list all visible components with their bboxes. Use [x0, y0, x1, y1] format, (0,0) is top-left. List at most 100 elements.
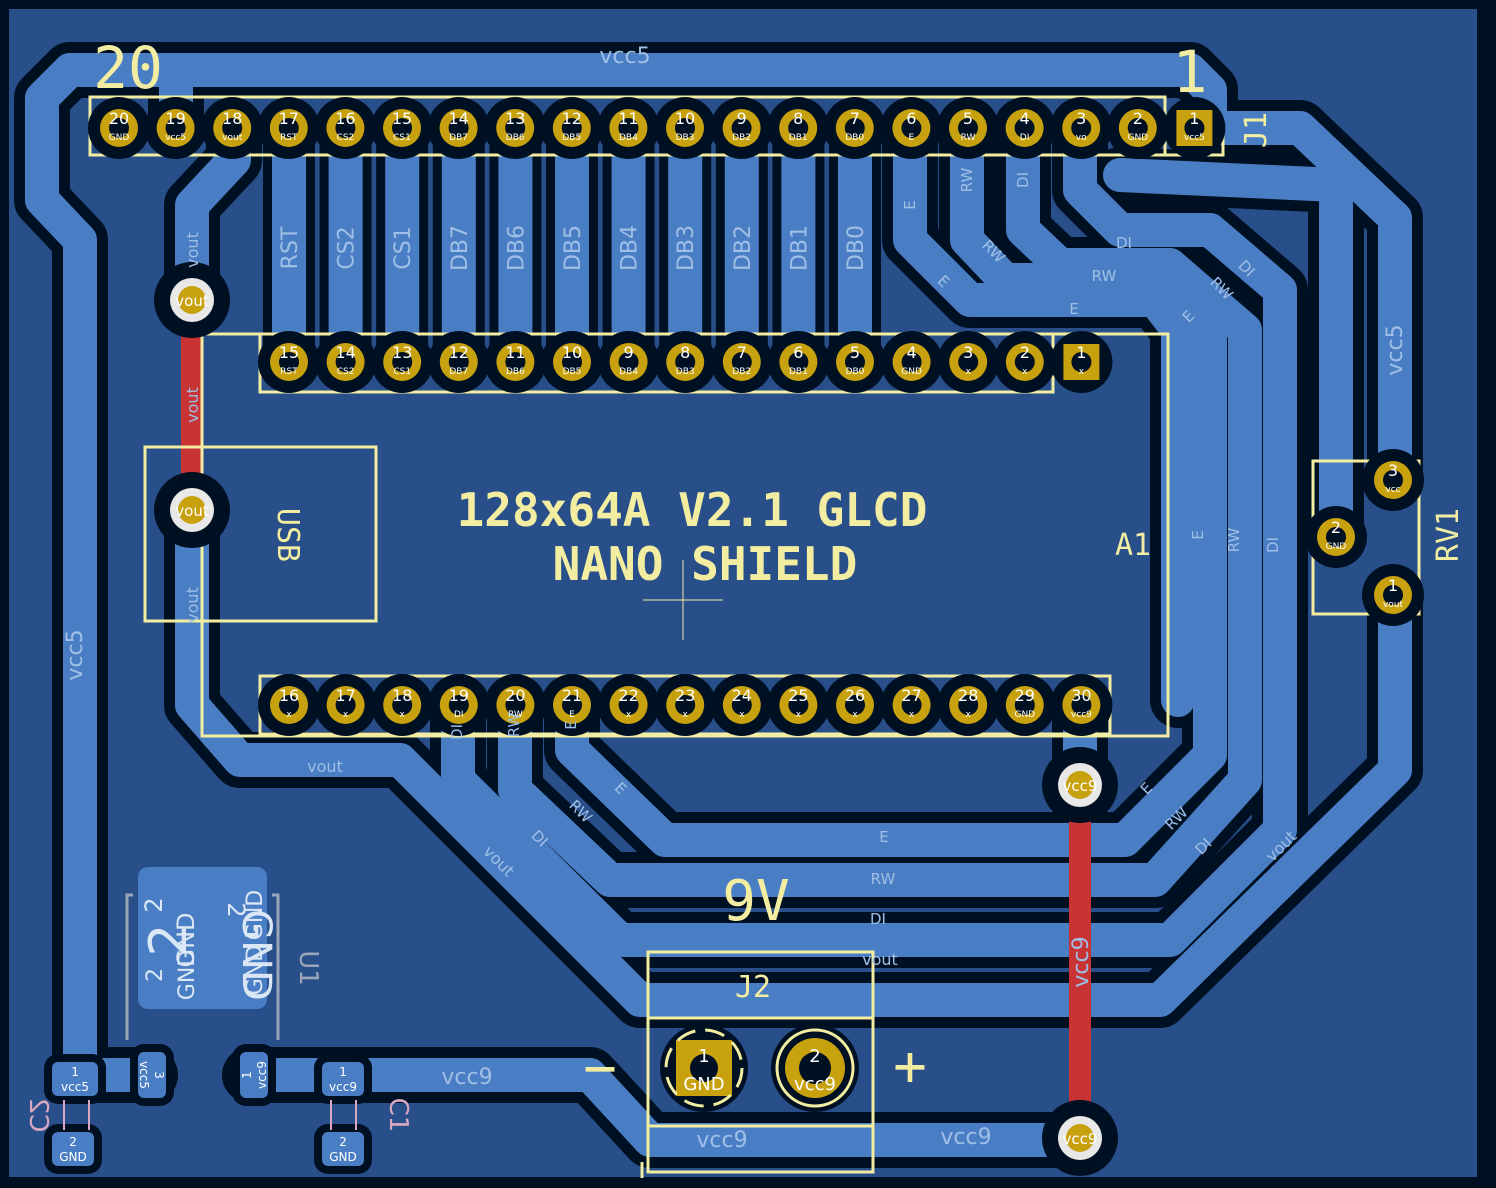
a1-pin-10-name: DB5	[563, 367, 582, 377]
a1-pin-23-name: x	[683, 710, 689, 720]
j1-pin-16-number: 16	[335, 109, 355, 128]
via-2-pad	[1066, 771, 1094, 799]
u1-gnd-text-4: GND	[243, 945, 268, 995]
a1-pin-16-drill	[279, 695, 299, 715]
net-di-6: DI	[870, 910, 886, 928]
silk-text: 20 1 J1 128x64A V2.1 GLCD NANO SHIELD A1…	[93, 34, 1466, 1101]
a1-pin-7-drill	[731, 352, 752, 372]
j1-pin-20-drill	[109, 118, 129, 138]
u1-pin-1	[240, 1052, 268, 1098]
net-rw-3: RW	[1092, 267, 1117, 285]
a1-pin-6-drill	[788, 352, 809, 372]
a1-pin-8-number: 8	[680, 343, 690, 362]
j1-pin-19-number: 19	[165, 109, 185, 128]
j1-pin-11-name: DB4	[619, 133, 638, 143]
a1-pin-19-number: 19	[449, 686, 469, 705]
a1-pin-4-name: GND	[901, 367, 922, 377]
a1-pin-30-number: 30	[1071, 686, 1091, 705]
j1-pin-2-drill	[1127, 118, 1148, 138]
a1-pin-16-number: 16	[279, 686, 299, 705]
c2-pin-1-name: vcc5	[61, 1080, 89, 1094]
a1-pin-14-number: 14	[335, 343, 355, 362]
a1-pin-18-name: x	[400, 710, 406, 720]
j1-pin-5-number: 5	[963, 109, 973, 128]
j1-pin-14-number: 14	[448, 109, 468, 128]
net-di-8: DI	[448, 724, 466, 740]
c1-pin-2-number: 2	[339, 1135, 347, 1149]
a1-pin-15-drill	[279, 352, 299, 372]
net-rw-1: RW	[958, 168, 976, 193]
j1-pin-2-name: GND	[1127, 133, 1148, 143]
a1-pin-25-name: x	[796, 710, 802, 720]
c1-pin-1-name: vcc9	[329, 1080, 357, 1094]
j1-pin-4-number: 4	[1020, 109, 1030, 128]
net-rw-5: RW	[1225, 528, 1243, 553]
j1-pin-9-name: DB2	[732, 133, 751, 143]
u1-tab-pad	[138, 867, 267, 1009]
j1-pin-16-name: CS2	[337, 133, 355, 143]
a1-pin-26-name: x	[852, 710, 858, 720]
a1-pin-10-drill	[562, 352, 582, 372]
u1-gnd-text-big: GND	[233, 909, 279, 1001]
a1-pin-16-name: x	[286, 710, 292, 720]
j1-pin-14-drill	[448, 118, 469, 138]
j1-pin-8-name: DB1	[789, 133, 808, 143]
j1-pin-7-drill	[844, 118, 865, 138]
rv1-pin-3-number: 3	[1388, 461, 1398, 480]
a1-pin-14-drill	[335, 352, 356, 372]
a1-pin-20-drill	[505, 695, 526, 715]
net-e-3: E	[1069, 300, 1078, 318]
a1-pin-1-drill	[1071, 352, 1092, 372]
plus-sign: +	[893, 1034, 927, 1099]
bus-label-db1: DB1	[787, 225, 812, 271]
a1-pin-14-name: CS2	[337, 367, 355, 377]
rv1-pin-3-drill	[1383, 470, 1403, 490]
j1-pin-2-number: 2	[1133, 109, 1143, 128]
j1-pin-7-number: 7	[850, 109, 860, 128]
a1-pin-21-number: 21	[562, 686, 582, 705]
j1-pin-13-name: DB6	[506, 133, 525, 143]
j1-pin-9-number: 9	[737, 109, 747, 128]
a1-pin-9-name: DB4	[619, 367, 638, 377]
rv1-pin-3-name: vcc	[1385, 485, 1400, 495]
net-di-2: DI	[1116, 234, 1132, 252]
a1-pin-12-name: DB7	[449, 367, 468, 377]
j2-pin1-name: GND	[683, 1074, 724, 1095]
a1-pin-6-number: 6	[793, 343, 803, 362]
j1-pin-15-drill	[392, 118, 412, 138]
a1-pin-7-name: DB2	[732, 367, 751, 377]
j1-pin-15-name: CS1	[393, 133, 411, 143]
j1-pin-13-number: 13	[505, 109, 525, 128]
a1-pin-20-name: RW	[508, 710, 523, 720]
a1-pin-2-name: x	[1022, 367, 1028, 377]
bus-label-cs1: CS1	[391, 226, 416, 269]
u1-two-2: 2	[143, 968, 168, 982]
a1-pin-17-name: x	[343, 710, 349, 720]
rv1-pin-1-drill	[1383, 585, 1403, 605]
a1-pin-22-name: x	[626, 710, 632, 720]
a1-pin-22-number: 22	[618, 686, 638, 705]
bus-label-db6: DB6	[504, 225, 529, 271]
j1-pin-1-name: vcc5	[1184, 133, 1205, 143]
a1-pin-29-name: GND	[1014, 710, 1035, 720]
j1-pin-9-drill	[731, 118, 752, 138]
net-vcc5-top: vcc5	[599, 44, 650, 69]
j1-pin-11-number: 11	[618, 109, 638, 128]
a1-pin-11-number: 11	[505, 343, 525, 362]
net-vout-3: vout	[183, 587, 202, 623]
a1-pin-26-drill	[845, 695, 865, 715]
a1-pin-23-drill	[675, 695, 696, 715]
j1-pin-18-drill	[222, 118, 243, 138]
j2-pin1-num: 1	[698, 1046, 709, 1067]
net-e-1: E	[901, 200, 919, 209]
u1-pin-1-name: vcc9	[255, 1061, 269, 1089]
c1-pin-2-name: GND	[329, 1150, 357, 1164]
a1-pin-25-number: 25	[788, 686, 808, 705]
j1-pin-19-name: vcc5	[165, 133, 186, 143]
j1-pin-8-drill	[788, 118, 809, 138]
c1-pin-1	[322, 1062, 364, 1096]
a1-pin-8-drill	[675, 352, 696, 372]
